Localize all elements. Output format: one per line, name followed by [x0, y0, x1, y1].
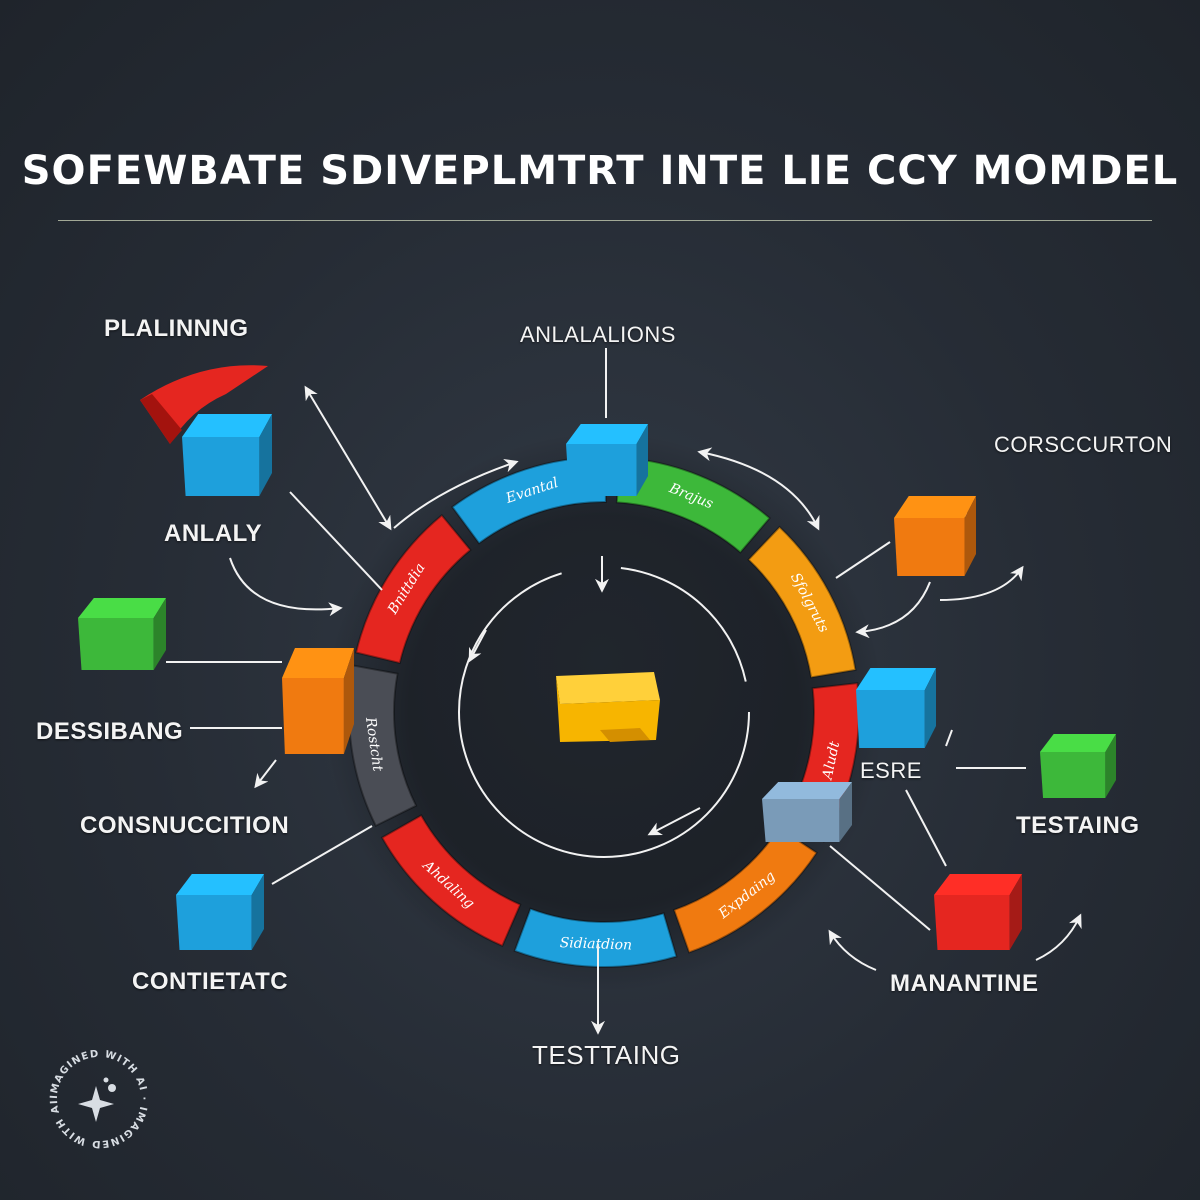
arrow-corscc-back — [855, 581, 931, 639]
left-green-cube — [78, 598, 166, 670]
label-corsccurton: CORSCCURTON — [994, 432, 1173, 457]
imagined-with-ai-badge: IMAGINED WITH AI · IMAGINED WITH AI · — [44, 1044, 148, 1149]
manantine-red-cube — [934, 874, 1022, 950]
label-consuction: CONSNUCCITION — [80, 812, 290, 839]
label-analaly: ANLALY — [164, 520, 263, 547]
ring-segment — [747, 525, 857, 679]
arrow-top-right — [697, 447, 820, 531]
esre-blue-cube — [856, 668, 936, 748]
ring-segment — [348, 664, 418, 828]
testaing-green-cube — [1040, 734, 1116, 798]
arrow-analaly — [229, 557, 343, 617]
diagram-title: SOFEWBATE SDIVEPLMTRT INTE LIE CCY MOMDE… — [21, 148, 1179, 194]
cubes — [78, 414, 1116, 950]
arrow-top-left — [393, 459, 519, 529]
line-corsccurton — [835, 541, 891, 579]
tick-esre — [945, 729, 953, 747]
line-maintain — [829, 845, 931, 931]
arrow-planning — [304, 385, 392, 531]
ring-segment — [354, 513, 472, 665]
contitat-blue-cube — [176, 874, 264, 950]
design-orange-cube — [282, 648, 354, 754]
label-contitat: CONTIETATC — [132, 968, 289, 995]
label-manantine: MANANTINE — [890, 970, 1039, 997]
gray-blue-wedge — [762, 782, 852, 842]
label-esre: ESRE — [860, 758, 922, 783]
line-analaly-ring — [289, 491, 383, 591]
ring-segment — [513, 907, 678, 968]
arrow-corscc-out — [939, 565, 1024, 601]
arrow-maintain-left — [828, 929, 877, 971]
inner-arrow-bottom — [647, 807, 701, 836]
inner-cycle-circle — [458, 566, 750, 858]
line-contitat — [271, 825, 373, 885]
arrow-design-down — [254, 759, 277, 789]
label-testaing-bottom: TESTTAING — [532, 1040, 681, 1070]
planning-blue-cube — [182, 414, 272, 496]
planning-red-block — [140, 365, 268, 444]
title-divider — [58, 220, 1152, 221]
ring-segment — [672, 826, 819, 954]
label-planning: PLALINNNG — [104, 315, 249, 342]
corsccurton-orange-cube — [894, 496, 976, 576]
line-esre-red — [905, 789, 947, 867]
label-testaing-right: TESTAING — [1016, 812, 1140, 839]
ring-segment-label: Sidiatdion — [559, 935, 632, 954]
inner-arrow-left — [468, 629, 487, 663]
center-block — [556, 672, 660, 742]
ring-segment — [380, 814, 522, 948]
analations-blue-cube — [566, 424, 648, 496]
arrow-maintain-right — [1035, 913, 1082, 961]
label-design: DESSIBANG — [36, 718, 184, 745]
label-analations: ANLALALIONS — [520, 322, 676, 347]
ring-segment-label: Rostcht — [362, 715, 386, 772]
